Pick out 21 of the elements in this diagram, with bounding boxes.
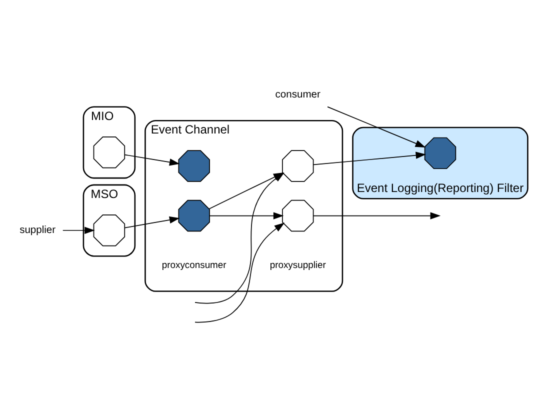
cluster: Event Logging(Reporting) Filter	[352, 126, 528, 200]
arrow	[327, 106, 426, 148]
node-label: proxysupplier	[270, 258, 326, 270]
node-octagon	[93, 136, 126, 168]
arrow	[313, 152, 426, 166]
cluster: MIO	[82, 106, 136, 179]
arrow	[313, 212, 441, 220]
arrow	[194, 222, 285, 323]
node-octagon	[178, 200, 210, 232]
node-text: supplier	[20, 225, 56, 236]
node-text: consumer	[275, 90, 320, 101]
node-octagon	[424, 137, 456, 170]
node-label: proxyconsumer	[162, 258, 226, 270]
arrow	[124, 216, 180, 228]
node-octagon	[282, 150, 314, 182]
arrow	[62, 226, 95, 234]
node-octagon	[93, 214, 126, 246]
arrow	[209, 212, 284, 220]
node-octagon	[178, 150, 210, 182]
node-octagon	[282, 200, 314, 232]
arrow	[124, 154, 180, 166]
